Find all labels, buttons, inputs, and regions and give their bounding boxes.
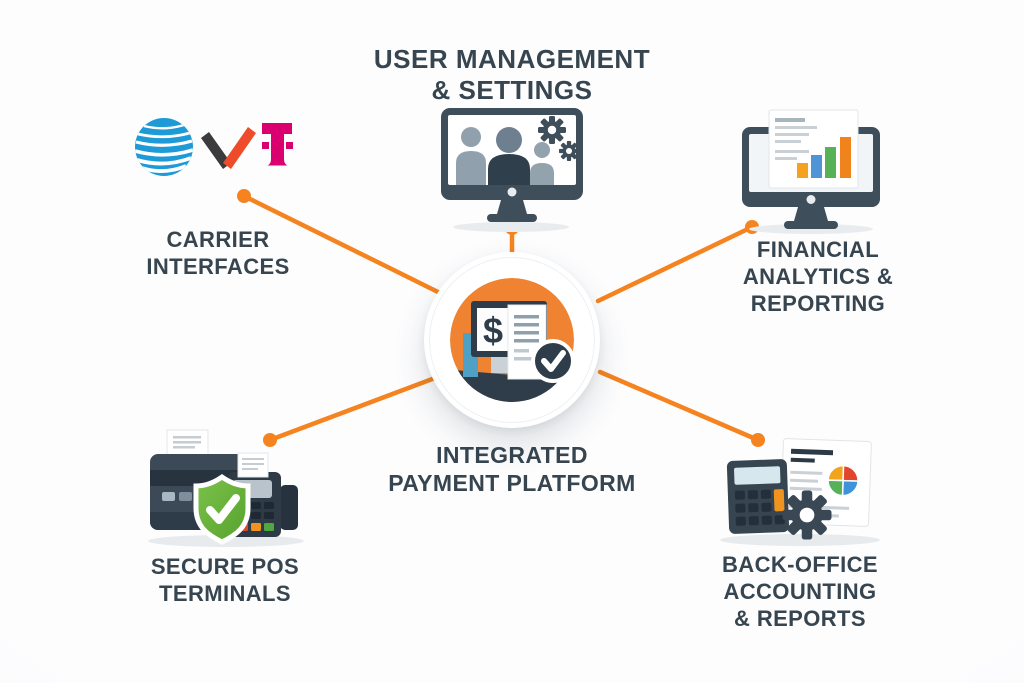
svg-text:$: $ (483, 310, 503, 351)
monitor-dollar-receipt-check-icon: $ (450, 278, 575, 402)
check-badge-icon (531, 339, 575, 383)
calculator-report-gear-icon (720, 438, 880, 546)
payment-platform-hub: $ (424, 252, 600, 428)
att-logo-icon (135, 118, 193, 176)
tmobile-logo-icon (262, 123, 293, 166)
secure-pos-terminals-label: SECURE POS TERMINALS (150, 554, 300, 606)
carrier-interfaces-label: CARRIER INTERFACES (146, 227, 290, 279)
user-silhouettes (456, 127, 554, 185)
pie-chart-icon (827, 464, 859, 497)
calculator-icon (726, 459, 790, 534)
verizon-logo-icon (201, 127, 256, 169)
integrated-payment-platform-label: INTEGRATED PAYMENT PLATFORM (388, 442, 636, 496)
financial-analytics-label: FINANCIAL ANALYTICS & REPORTING (742, 237, 894, 316)
report-sheet (768, 109, 859, 189)
pos-terminals-shield-icon (148, 429, 304, 547)
shield-check-icon (193, 473, 251, 545)
back-office-label: BACK-OFFICE ACCOUNTING & REPORTS (722, 552, 878, 631)
monitor-users-gears-icon (441, 108, 583, 232)
monitor-bar-chart-report-icon (742, 109, 880, 234)
carrier-logos-icon (135, 118, 293, 176)
user-management-label: USER MANAGEMENT & SETTINGS (373, 44, 651, 105)
bar-chart-icon (797, 137, 851, 178)
gear-icon (782, 490, 832, 540)
